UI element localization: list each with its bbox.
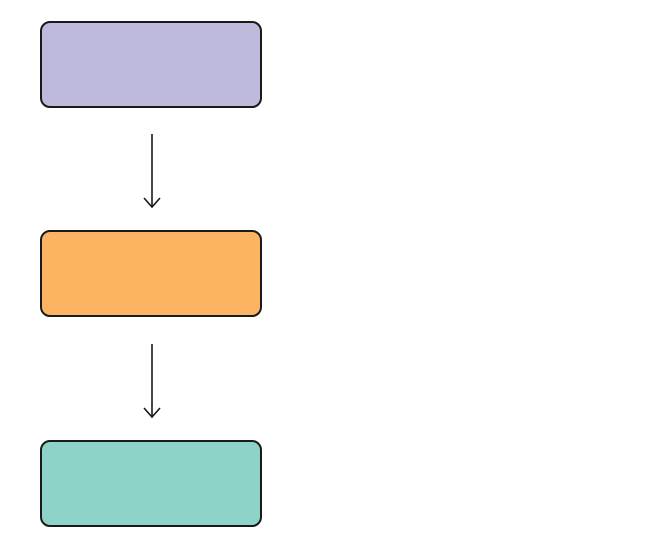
flow-node-1 — [40, 21, 262, 108]
down-arrow-1 — [143, 134, 161, 209]
flow-node-2 — [40, 230, 262, 317]
down-arrow-2 — [143, 344, 161, 419]
flow-node-3 — [40, 440, 262, 527]
